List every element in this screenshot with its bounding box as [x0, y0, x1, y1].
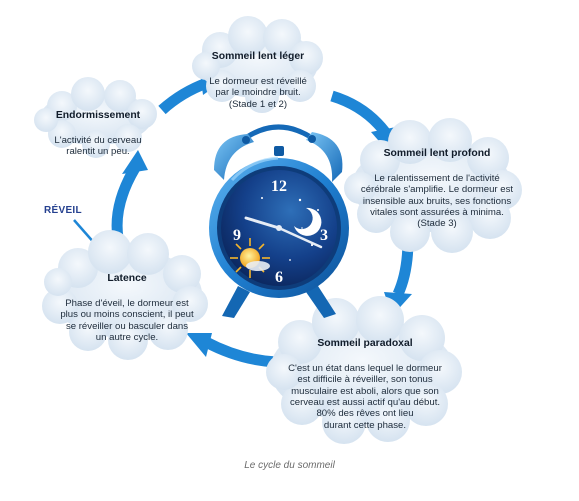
- stage-title: Latence: [107, 273, 147, 285]
- arrow-leger-to-profond: [330, 90, 390, 136]
- clock-numeral-6: 6: [275, 269, 283, 286]
- moon-icon: [294, 207, 322, 236]
- clock-hour-hand: [244, 216, 281, 230]
- reveil-label: RÉVEIL: [44, 205, 82, 216]
- cloud-leger: [192, 16, 323, 113]
- stage-sommeil-paradoxal: Sommeil paradoxal C'est un état dans leq…: [282, 327, 448, 431]
- stage-description: C'est un état dans lequel le dormeur est…: [288, 362, 442, 431]
- stage-latence: Latence Phase d'éveil, le dormeur est pl…: [52, 262, 202, 343]
- stage-sommeil-lent-profond: Sommeil lent profond Le ralentissement d…: [356, 137, 518, 230]
- clock-numeral-9: 9: [233, 227, 241, 244]
- arrowhead-endormissement: [122, 150, 148, 174]
- clock-minute-hand: [277, 226, 323, 249]
- stage-description: Le dormeur est réveillé par le moindre b…: [209, 75, 307, 110]
- figure-caption: Le cycle du sommeil: [244, 460, 335, 471]
- stage-sommeil-lent-leger: Sommeil lent léger Le dormeur est réveil…: [196, 40, 320, 110]
- alarm-clock-icon: 12 3 6 9: [209, 124, 349, 318]
- arrowhead-latence: [186, 333, 212, 357]
- stage-title: Sommeil lent léger: [211, 51, 305, 63]
- cloud-endormissement: [34, 77, 157, 158]
- stage-description: L'activité du cerveau ralentit un peu.: [54, 134, 142, 158]
- arrow-paradoxal-to-latence: [203, 337, 277, 368]
- stage-title: Sommeil paradoxal: [317, 338, 413, 350]
- stage-title: Sommeil lent profond: [383, 148, 491, 160]
- clock-numeral-12: 12: [271, 178, 287, 195]
- clock-bell-right: [306, 132, 343, 182]
- cloud-latence: [42, 230, 208, 360]
- stage-description: Le ralentissement de l'activité cérébral…: [360, 172, 514, 230]
- arrow-latence-to-endormissement: [111, 165, 140, 239]
- stage-endormissement: Endormissement L'activité du cerveau ral…: [42, 99, 154, 158]
- clock-leg-right: [306, 286, 336, 318]
- cloud-paradoxal: [266, 296, 462, 444]
- stage-description: Phase d'éveil, le dormeur est plus ou mo…: [60, 297, 194, 344]
- stage-title: Endormissement: [55, 110, 141, 122]
- clock-leg-left: [222, 286, 250, 318]
- clock-numeral-3: 3: [320, 227, 328, 244]
- cloud-profond: [344, 118, 522, 253]
- sun-icon: [230, 238, 270, 278]
- clock-bell-left: [214, 134, 254, 180]
